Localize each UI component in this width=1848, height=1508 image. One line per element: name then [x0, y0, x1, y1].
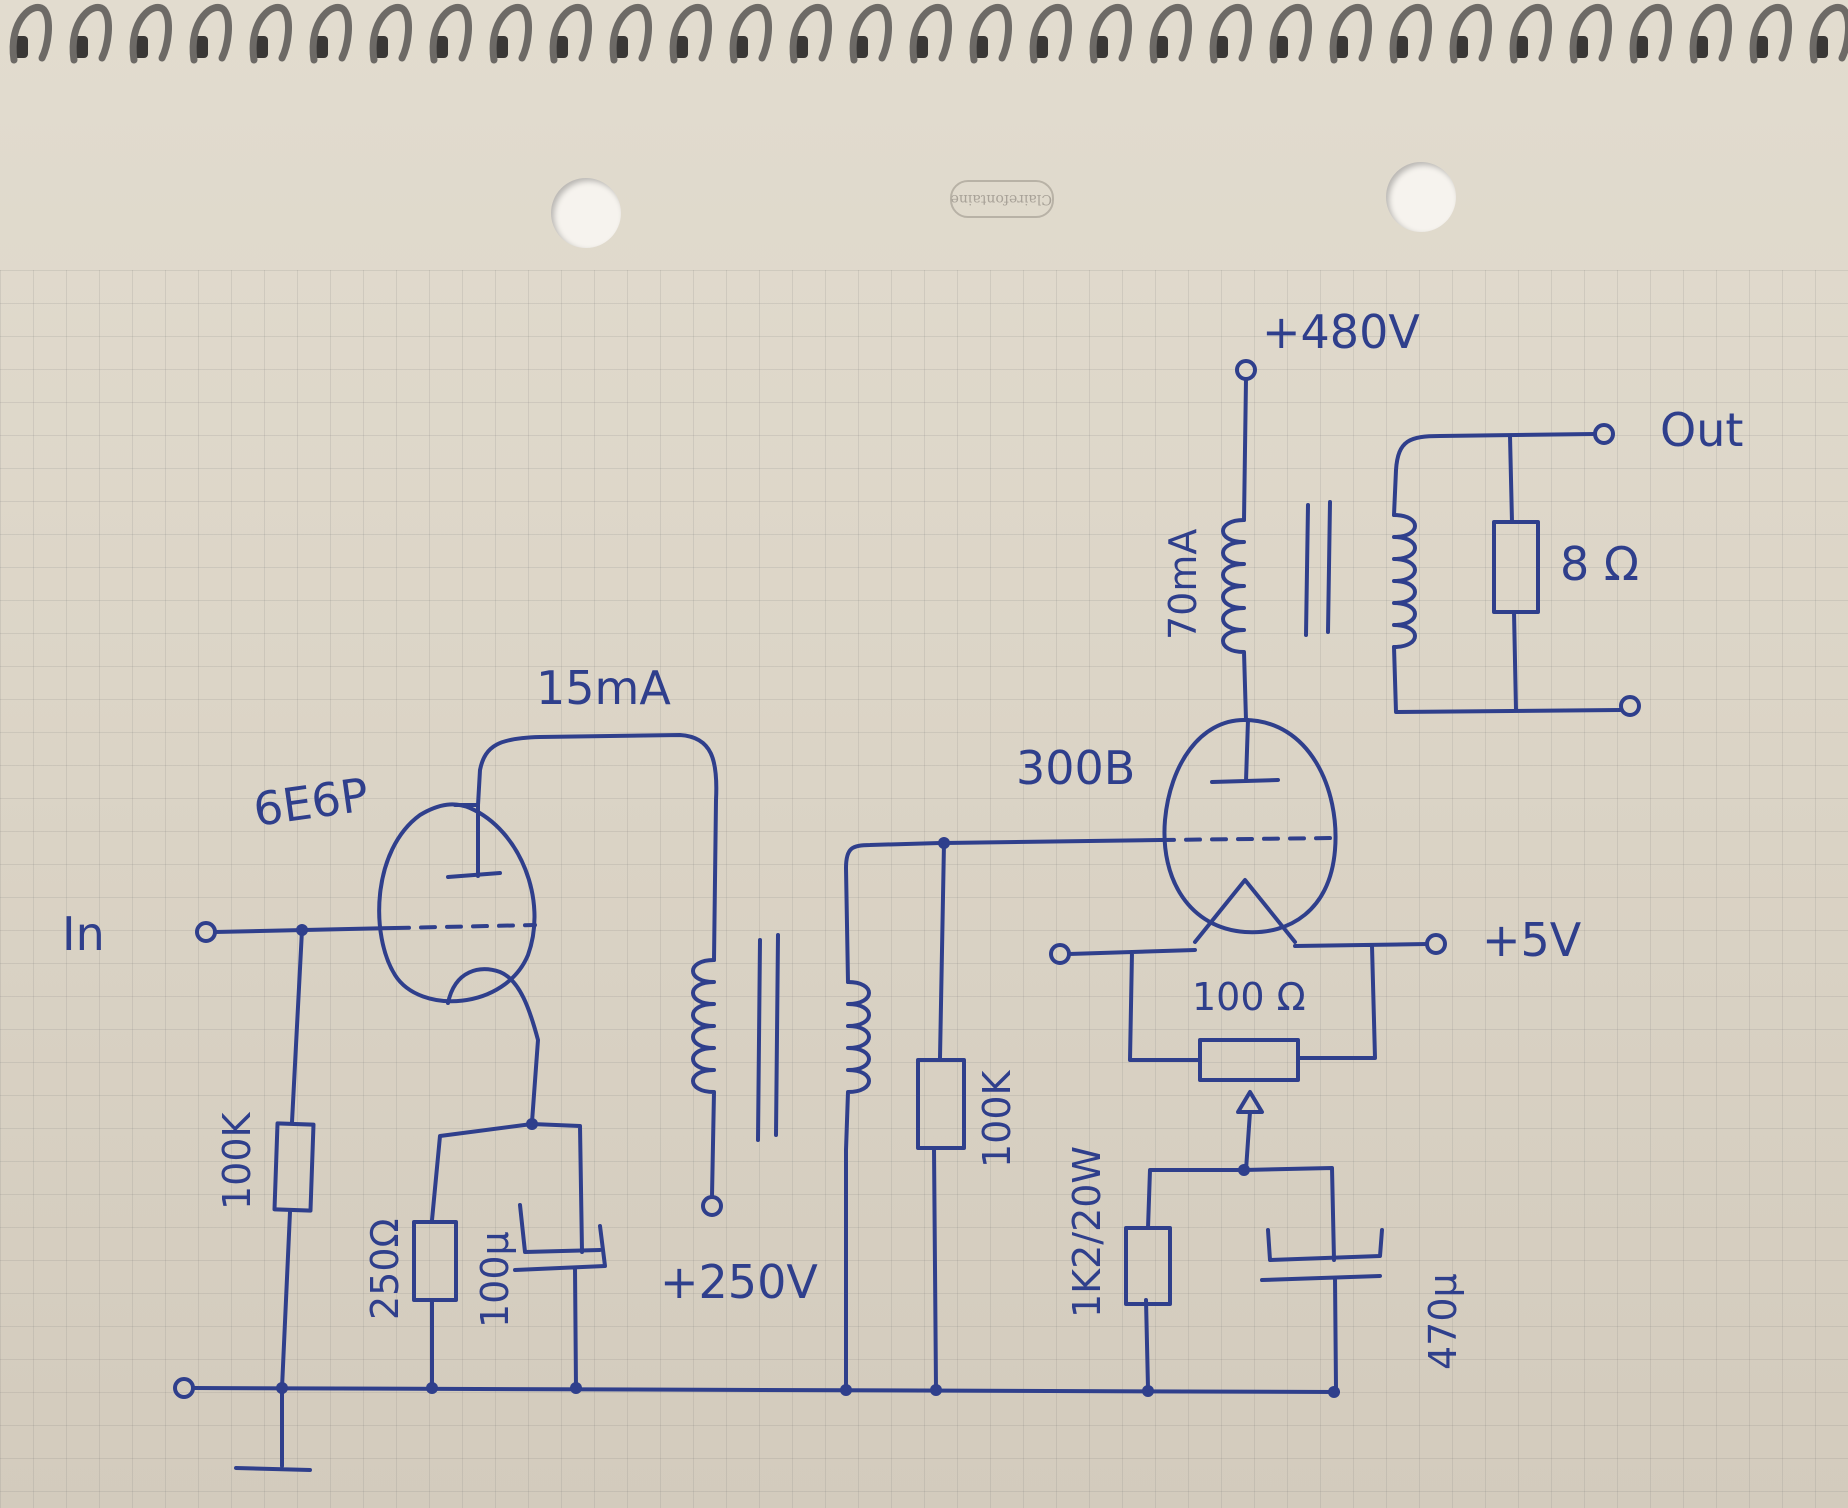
- spiral-ring: [1629, 4, 1672, 64]
- label-supply2: +480V: [1262, 305, 1420, 359]
- label-hum-pot: 100 Ω: [1192, 975, 1306, 1019]
- ground-junctions: [276, 1382, 1340, 1398]
- spiral-ring: [1149, 4, 1192, 64]
- tube-300b-filament: [1193, 878, 1297, 944]
- filament-terminal-right: [1425, 933, 1447, 955]
- spiral-ring: [549, 4, 592, 64]
- label-filament: +5V: [1482, 913, 1582, 967]
- label-load: 8 Ω: [1560, 537, 1639, 591]
- tube-6e6p-cathode: [446, 967, 540, 1124]
- label-input: In: [62, 907, 105, 961]
- spiral-ring: [1269, 4, 1312, 64]
- spiral-ring: [969, 4, 1012, 64]
- tube-300b-grid: [1158, 836, 1337, 842]
- spiral-ring: [489, 4, 532, 64]
- spiral-ring: [669, 4, 712, 64]
- capacitor-cathode-100u: [513, 1203, 607, 1390]
- spiral-ring: [1089, 4, 1132, 64]
- spiral-ring: [849, 4, 892, 64]
- resistor-cathode-250: [412, 1220, 458, 1302]
- hum-pot-100: [1198, 1038, 1300, 1082]
- tube-300b-anode: [1210, 718, 1280, 784]
- input-terminal: [195, 921, 217, 943]
- wire-secondary-top: [844, 841, 942, 984]
- resistor-grid-leak-100k: [916, 1058, 966, 1150]
- punch-hole-right: [1386, 162, 1456, 232]
- resistor-cathode2-1k2: [1124, 1226, 1172, 1306]
- wire-grid2: [942, 838, 1162, 845]
- label-r-grid1: 100K: [215, 1111, 259, 1210]
- interstage-secondary-coil: [844, 980, 871, 1152]
- output-secondary-coil: [1392, 513, 1417, 649]
- supply2-terminal: [1235, 359, 1257, 381]
- ground-symbol: [234, 1386, 312, 1472]
- spiral-ring: [1689, 4, 1732, 64]
- filament-terminal-left: [1049, 943, 1071, 965]
- output-core: [1304, 500, 1332, 637]
- spiral-ring: [1449, 4, 1492, 64]
- output-terminal-bottom: [1619, 695, 1641, 717]
- label-supply1: +250V: [660, 1255, 818, 1309]
- label-tube1: 6E6P: [250, 767, 372, 837]
- wire-output-loop: [1392, 432, 1622, 714]
- ground-bus: [191, 1386, 1340, 1394]
- graph-paper-grid: [0, 270, 1848, 1508]
- ground-terminal-left: [173, 1377, 195, 1399]
- spiral-ring: [9, 4, 52, 64]
- resistor-load-8: [1492, 520, 1540, 614]
- wire-plate1: [476, 733, 719, 962]
- punch-hole-left: [551, 178, 621, 248]
- label-r-cathode1: 250Ω: [363, 1218, 407, 1320]
- spiral-ring: [189, 4, 232, 64]
- spiral-ring: [129, 4, 172, 64]
- supply1-terminal: [701, 1195, 723, 1217]
- wire-cathode1-network: [430, 1122, 584, 1390]
- spiral-ring: [369, 4, 412, 64]
- wire-load: [1508, 434, 1518, 712]
- wire-grid-leak: [932, 841, 946, 1390]
- wire-cathode2-network: [1144, 1166, 1336, 1390]
- spiral-ring: [1809, 4, 1848, 64]
- spiral-ring: [1029, 4, 1072, 64]
- wire-plate2: [1242, 377, 1248, 522]
- spiral-ring: [909, 4, 952, 64]
- spiral-ring: [1569, 4, 1612, 64]
- spiral-binding: [9, 4, 1848, 64]
- spiral-ring: [1509, 4, 1552, 64]
- spiral-ring: [309, 4, 352, 64]
- tube-6e6p-envelope: [377, 802, 537, 1004]
- spiral-ring: [729, 4, 772, 64]
- spiral-ring: [1749, 4, 1792, 64]
- label-c-cathode1: 100μ: [473, 1231, 517, 1328]
- output-terminal-top: [1593, 423, 1615, 445]
- tube-300b-envelope: [1162, 718, 1338, 935]
- spiral-ring: [789, 4, 832, 64]
- label-current2: 70mA: [1161, 529, 1205, 640]
- spiral-ring: [609, 4, 652, 64]
- spiral-ring: [429, 4, 472, 64]
- label-r-grid2: 100K: [975, 1069, 1019, 1168]
- capacitor-cathode2-470u: [1260, 1228, 1384, 1390]
- spiral-ring: [69, 4, 112, 64]
- tube-6e6p-grid: [393, 923, 537, 930]
- output-primary-coil: [1221, 518, 1248, 722]
- hum-pot-wiper: [1236, 1090, 1264, 1172]
- resistor-grid-100k: [272, 1121, 316, 1213]
- wire-filament: [1067, 942, 1429, 1062]
- wire-grid-resistor: [280, 928, 304, 1390]
- label-c-cathode2: 470μ: [1421, 1273, 1465, 1370]
- spiral-ring: [249, 4, 292, 64]
- spiral-ring: [1389, 4, 1432, 64]
- label-current1: 15mA: [536, 661, 671, 715]
- label-tube2: 300B: [1016, 741, 1135, 795]
- label-r-cathode2: 1K2/20W: [1065, 1146, 1109, 1318]
- spiral-ring: [1329, 4, 1372, 64]
- spiral-ring: [1209, 4, 1252, 64]
- label-output: Out: [1660, 403, 1743, 457]
- interstage-primary-coil: [691, 958, 716, 1198]
- tube-6e6p-anode: [446, 803, 502, 879]
- interstage-core: [756, 933, 780, 1142]
